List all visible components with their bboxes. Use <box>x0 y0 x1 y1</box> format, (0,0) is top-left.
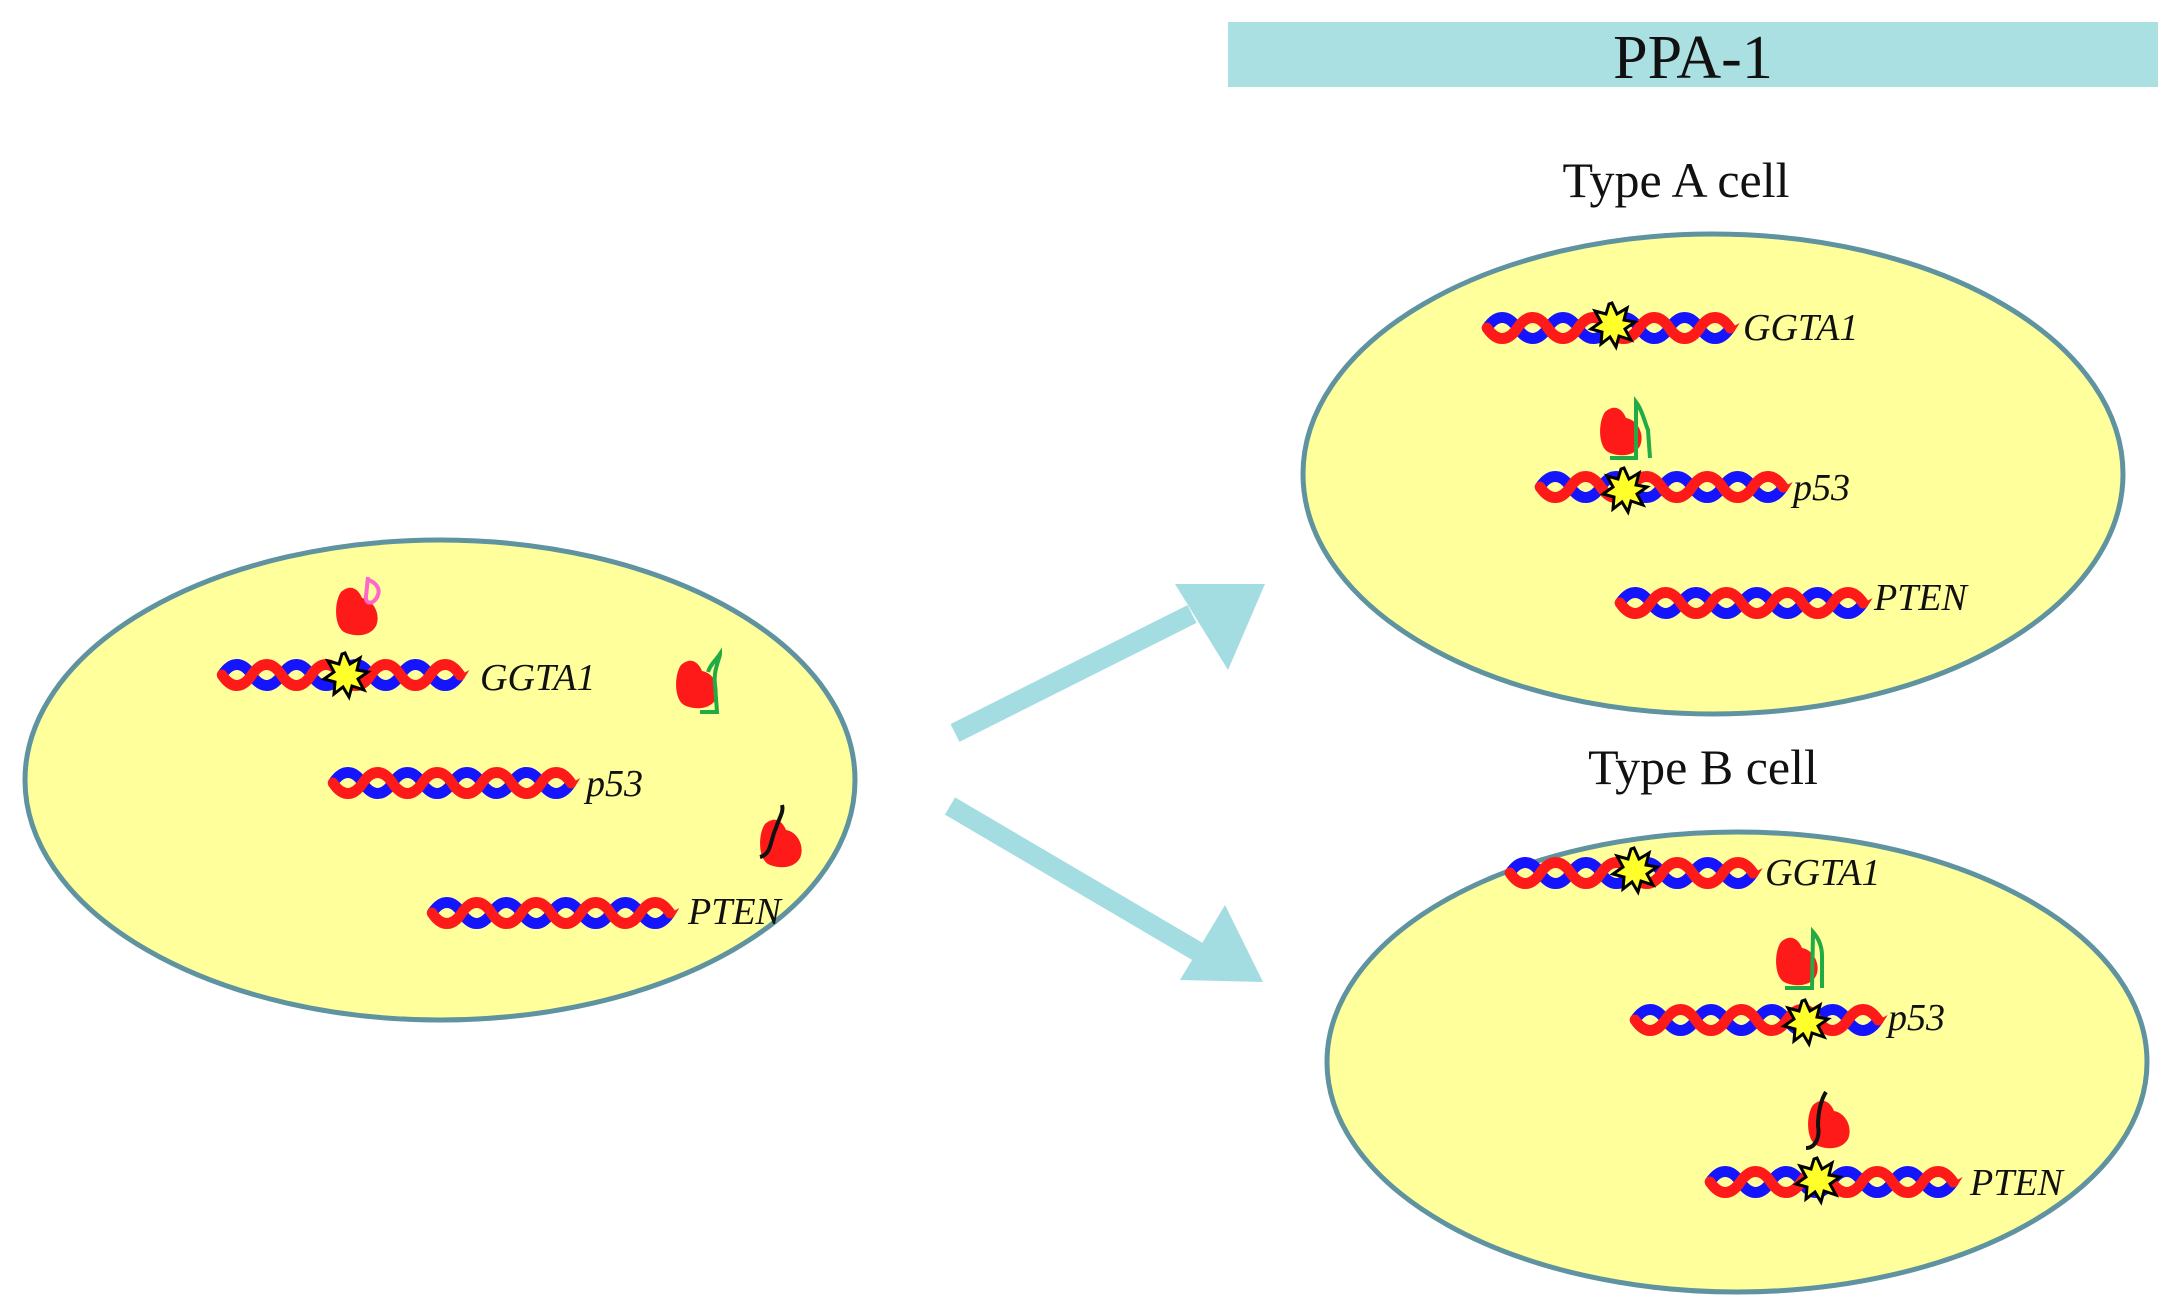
type-b-cell-membrane <box>1324 829 2150 1295</box>
gene-label: GGTA1 <box>480 657 595 699</box>
gene-label: PTEN <box>1873 577 1970 619</box>
gene-label: GGTA1 <box>1743 307 1858 349</box>
type-b-cell: GGTA1 p53 PTEN <box>1324 829 2150 1295</box>
gene-label: PTEN <box>1969 1162 2066 1204</box>
cas9-p53-free-icon <box>676 647 723 714</box>
cas9-pten-free-icon <box>759 804 802 868</box>
gene-label: PTEN <box>687 891 784 933</box>
type-b-gene-p53: p53 <box>1635 997 1945 1046</box>
type-a-gene-pten: PTEN <box>1620 577 1970 619</box>
type-b-gene-pten: PTEN <box>1710 1156 2066 1204</box>
parent-gene-p53: p53 <box>333 763 643 805</box>
gene-label: GGTA1 <box>1765 852 1880 894</box>
parent-gene-pten: PTEN <box>432 891 784 933</box>
cas9-p53-icon <box>1776 926 1824 990</box>
parent-gene-ggta1: GGTA1 <box>222 651 595 699</box>
type-a-cell: GGTA1 p53 PTEN <box>1300 231 2126 717</box>
cas9-ggta1-icon <box>336 576 381 636</box>
type-a-gene-ggta1: GGTA1 <box>1487 301 1858 349</box>
gene-label: p53 <box>583 763 643 805</box>
parent-cell-membrane <box>22 537 858 1023</box>
cas9-p53-icon <box>1600 395 1652 460</box>
banner-title: PPA-1 <box>1613 24 1773 92</box>
gene-label: p53 <box>1790 467 1850 509</box>
type-b-cell-title: Type B cell <box>1588 739 1818 795</box>
gene-label: p53 <box>1885 997 1945 1039</box>
type-a-cell-title: Type A cell <box>1562 152 1789 208</box>
type-b-gene-ggta1: GGTA1 <box>1510 846 1880 894</box>
arrow-to-type-a <box>950 584 1265 742</box>
type-a-gene-p53: p53 <box>1540 466 1850 514</box>
banner <box>1228 22 2158 87</box>
cas9-pten-icon <box>1805 1090 1850 1150</box>
arrow-to-type-b <box>944 797 1263 982</box>
parent-cell: GGTA1 p53 PTEN <box>22 537 858 1023</box>
